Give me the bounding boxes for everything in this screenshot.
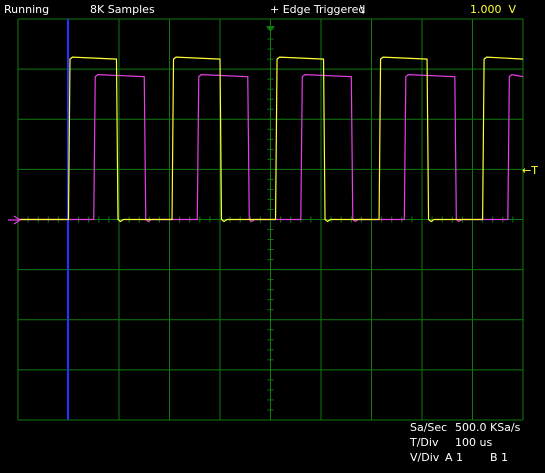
- volts-per-div-label: V/Div: [410, 451, 440, 464]
- trigger-level-marker[interactable]: ←T: [522, 164, 538, 177]
- sample-rate-label: Sa/Sec: [410, 421, 448, 434]
- sample-count: 8K Samples: [90, 3, 155, 16]
- time-per-div-value: 100 us: [455, 436, 493, 449]
- trigger-time-marker: [266, 26, 275, 32]
- trigger-mode: + Edge Triggered: [270, 3, 366, 16]
- falling-edge-icon: \: [360, 3, 364, 16]
- graticule: [17, 18, 524, 421]
- channel-a-trace: [18, 56, 524, 223]
- run-state: Running: [4, 3, 50, 16]
- ground-level-marker[interactable]: [8, 215, 22, 225]
- sample-rate-value: 500.0 KSa/s: [455, 421, 521, 434]
- volts-per-div-channel-b: B 1: [490, 451, 509, 464]
- channel-b-trace: [18, 74, 524, 223]
- volts-per-div-channel-a: A 1: [445, 451, 464, 464]
- trigger-level: 1.000 V: [470, 3, 517, 16]
- time-per-div-label: T/Div: [410, 436, 439, 449]
